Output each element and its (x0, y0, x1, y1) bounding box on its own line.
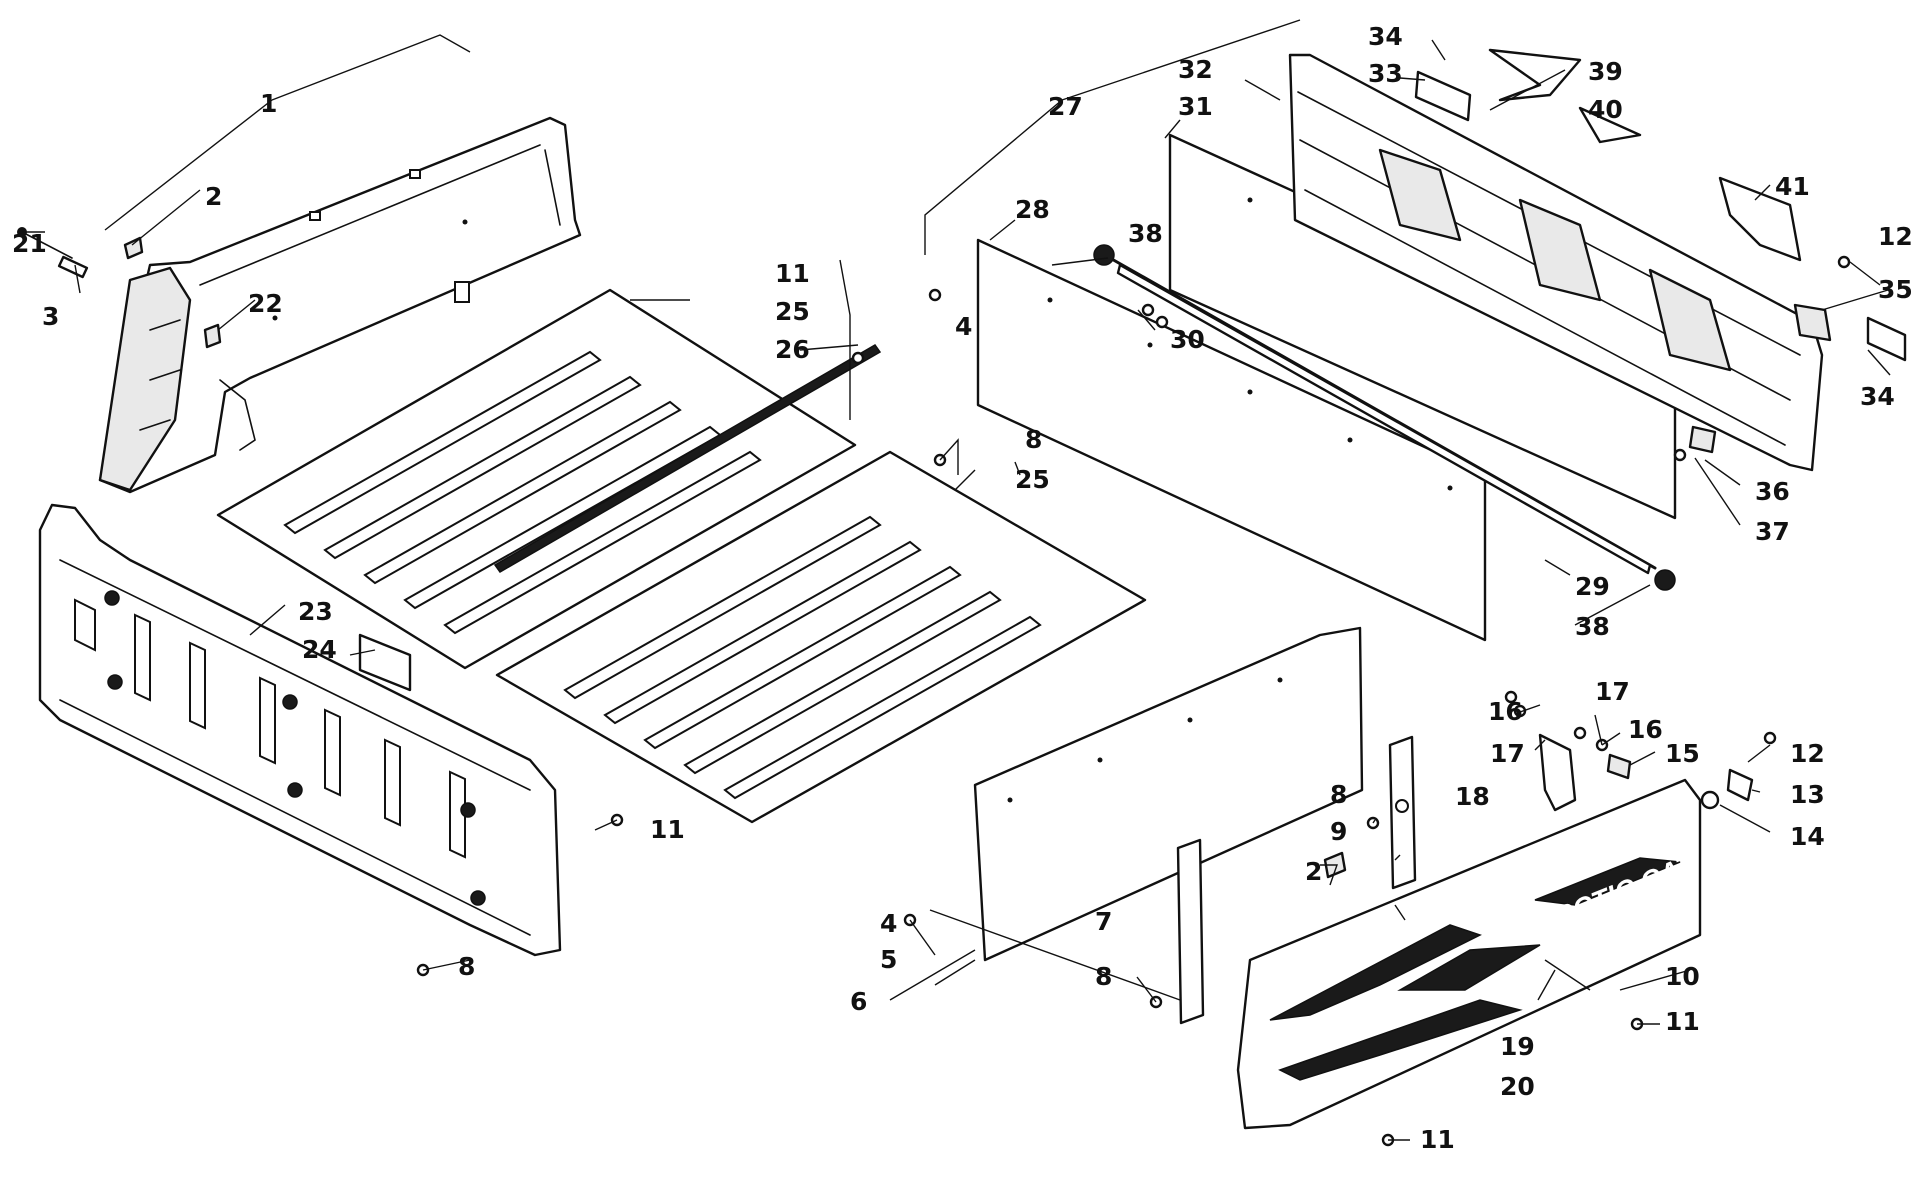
label-34-right (1866, 316, 1907, 362)
callout-25b: 25 (1015, 465, 1050, 494)
callout-25a: 25 (775, 297, 810, 326)
callout-29: 29 (1575, 572, 1610, 601)
tailgate-frame (1288, 53, 1824, 472)
decal-24 (358, 633, 412, 692)
callout-4a: 4 (955, 312, 972, 341)
callout-5: 5 (880, 945, 897, 974)
callout-19: 19 (1500, 1032, 1535, 1061)
callout-7: 7 (1095, 907, 1112, 936)
callout-11b: 11 (650, 815, 685, 844)
clip-15 (1606, 753, 1632, 780)
callout-41: 41 (1775, 172, 1810, 201)
callout-17a: 17 (1490, 739, 1525, 768)
hinge-rod-29 (1108, 256, 1657, 575)
bracket-2-top (123, 236, 144, 260)
callout-22: 22 (248, 289, 283, 318)
floor-joint-strip-26 (493, 344, 882, 573)
callout-11c: 11 (1665, 1007, 1700, 1036)
latch-35 (1793, 303, 1832, 342)
callout-16a: 16 (1488, 697, 1523, 726)
callout-24: 24 (302, 635, 337, 664)
callout-8b: 8 (458, 952, 475, 981)
callout-8c: 8 (1095, 962, 1112, 991)
spacer-3 (57, 255, 89, 279)
label-34-top (1414, 70, 1472, 122)
callout-38b: 38 (1575, 612, 1610, 641)
callout-4b: 4 (880, 909, 897, 938)
callout-34a: 34 (1368, 22, 1403, 51)
callout-8d: 8 (1330, 780, 1347, 809)
callout-40: 40 (1588, 95, 1623, 124)
side-post-9 (1388, 735, 1417, 890)
callout-37: 37 (1755, 517, 1790, 546)
callout-31: 31 (1178, 92, 1213, 121)
callout-2b: 2 (1305, 857, 1322, 886)
callout-35: 35 (1878, 275, 1913, 304)
mount-bracket-22 (203, 323, 256, 451)
callout-labels: 1 2 21 3 22 23 24 11 25 26 8 25 27 28 4 … (12, 22, 1913, 1154)
callout-34b: 34 (1860, 382, 1895, 411)
callout-12a: 12 (1878, 222, 1913, 251)
callout-23: 23 (298, 597, 333, 626)
callout-16b: 16 (1628, 715, 1663, 744)
callout-38a: 38 (1128, 219, 1163, 248)
floor-panel-right (495, 450, 1147, 824)
bracket-36 (1688, 425, 1717, 454)
bracket-18 (1538, 733, 1577, 812)
side-liner-5 (973, 626, 1364, 962)
side-post-7 (1176, 838, 1205, 1025)
callout-27: 27 (1048, 92, 1083, 121)
callout-32: 32 (1178, 55, 1213, 84)
callout-14: 14 (1790, 822, 1825, 851)
callout-2a: 2 (205, 182, 222, 211)
callout-8a: 8 (1025, 425, 1042, 454)
callout-9: 9 (1330, 817, 1347, 846)
front-bulkhead-panel (98, 116, 582, 494)
callout-30: 30 (1170, 325, 1205, 354)
callout-6: 6 (850, 987, 867, 1016)
callout-11a: 11 (775, 259, 810, 288)
callout-28: 28 (1015, 195, 1050, 224)
callout-36: 36 (1755, 477, 1790, 506)
end-cap-38 (1093, 244, 1676, 591)
callout-1: 1 (260, 89, 277, 118)
callout-11d: 11 (1420, 1125, 1455, 1154)
callout-15: 15 (1665, 739, 1700, 768)
callout-18: 18 (1455, 782, 1490, 811)
floor-panel-left (216, 288, 857, 670)
callout-39: 39 (1588, 57, 1623, 86)
rear-bulkhead-panel (38, 503, 562, 957)
latch-13 (1726, 768, 1754, 802)
washer-14 (1700, 790, 1720, 810)
decal-41 (1718, 176, 1802, 262)
callout-26: 26 (775, 335, 810, 364)
callout-3: 3 (42, 302, 59, 331)
side-panel-outer (1236, 778, 1702, 1130)
callout-13: 13 (1790, 780, 1825, 809)
leader-lines (22, 19, 1891, 1141)
callout-10: 10 (1665, 962, 1700, 991)
callout-17b: 17 (1595, 677, 1630, 706)
callout-12b: 12 (1790, 739, 1825, 768)
callout-33: 33 (1368, 59, 1403, 88)
tailgate-liner-28 (976, 238, 1487, 642)
callout-21: 21 (12, 229, 47, 258)
callout-20: 20 (1500, 1072, 1535, 1101)
decal-39 (1488, 48, 1582, 102)
